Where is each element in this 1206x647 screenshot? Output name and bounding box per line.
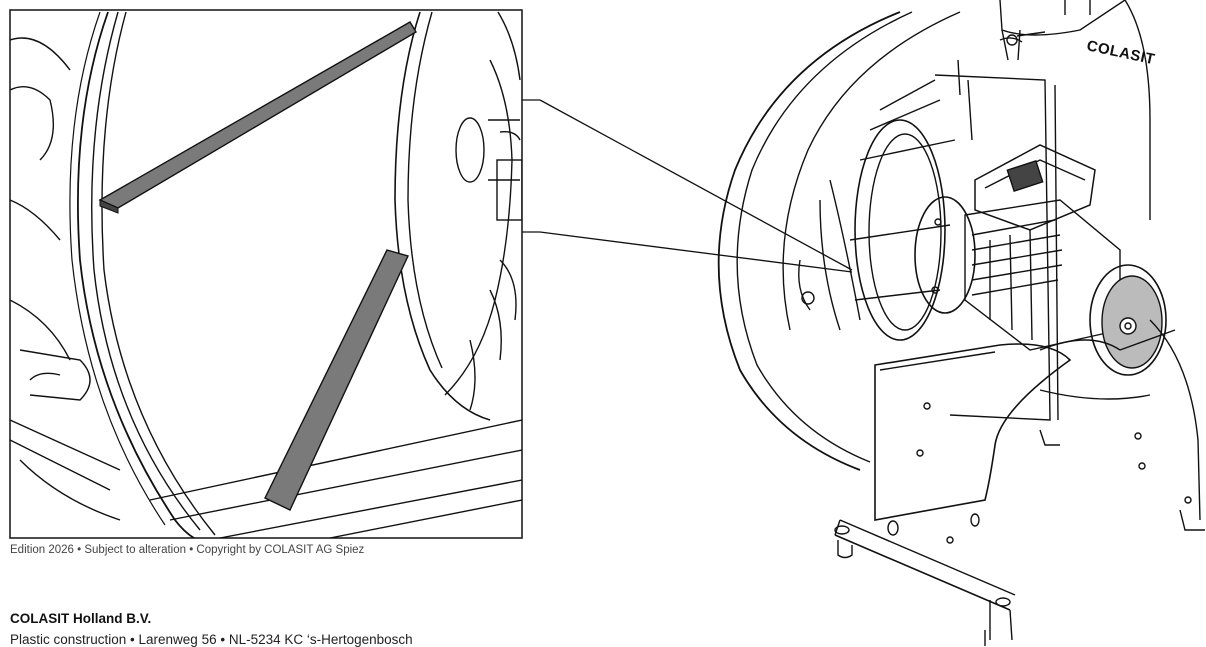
key-bar-upper [98,21,417,214]
fan-assembly: COLASIT [717,0,1205,646]
housing-logo: COLASIT [1085,37,1156,68]
key-bar-lower [264,249,409,511]
company-name: COLASIT Holland B.V. [10,611,152,626]
callout-lines [522,99,853,273]
company-address: Plastic construction • Larenweg 56 • NL-… [10,632,413,647]
housing-logo-text: COLASIT [1085,37,1156,68]
detail-frame [9,9,523,539]
edition-notice: Edition 2026 • Subject to alteration • C… [10,544,365,556]
detail-view [10,11,522,538]
